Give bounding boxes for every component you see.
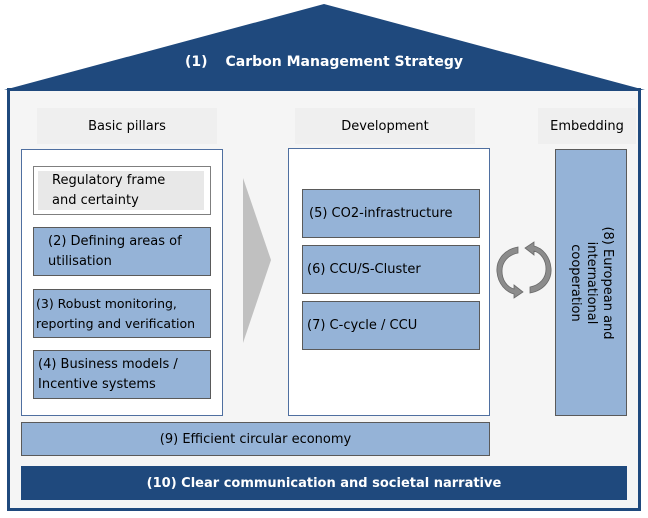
- header-basic-pillars-label: Basic pillars: [88, 118, 166, 134]
- pillar-label-line2: reporting and verification: [36, 315, 196, 331]
- pillar-regulatory-frame: Regulatory frame and certainty: [33, 166, 211, 215]
- communication-label: (10) Clear communication and societal na…: [146, 475, 502, 491]
- cycle-arrows-icon: [496, 241, 552, 299]
- pillar-defining-areas-text: (2) Defining areas of utilisation: [34, 232, 182, 272]
- pillar-monitoring: (3) Robust monitoring, reporting and ver…: [33, 289, 211, 338]
- pillar-label-line1: (3) Robust monitoring,: [36, 295, 177, 311]
- development-item-label: (7) C-cycle / CCU: [307, 317, 418, 333]
- development-item-label: (6) CCU/S-Cluster: [307, 261, 421, 277]
- pillar-label-line2: and certainty: [52, 192, 139, 208]
- embedding-international-cooperation: (8) European and international cooperati…: [555, 149, 627, 416]
- communication-bar: (10) Clear communication and societal na…: [21, 466, 627, 500]
- pillar-label-line1: (4) Business models /: [38, 356, 178, 372]
- header-development: Development: [295, 108, 475, 144]
- development-co2-infrastructure: (5) CO2-infrastructure: [302, 189, 480, 238]
- pillar-business-models: (4) Business models / Incentive systems: [33, 350, 211, 399]
- pillar-label-line1: Regulatory frame: [52, 172, 166, 188]
- embedding-line1: (8) European and: [600, 225, 615, 340]
- development-item-label: (5) CO2-infrastructure: [309, 205, 453, 221]
- roof: [4, 4, 645, 90]
- strategy-label: Carbon Management Strategy: [225, 54, 464, 70]
- pillar-regulatory-inner: Regulatory frame and certainty: [38, 171, 204, 210]
- strategy-number: (1): [184, 54, 208, 70]
- development-ccus-cluster: (6) CCU/S-Cluster: [302, 245, 480, 294]
- header-embedding-label: Embedding: [550, 118, 624, 134]
- development-c-cycle: (7) C-cycle / CCU: [302, 301, 480, 350]
- embedding-line2: international: [584, 241, 599, 324]
- header-embedding: Embedding: [538, 108, 636, 144]
- pillar-label-line2: utilisation: [48, 253, 112, 269]
- pillar-monitoring-text: (3) Robust monitoring, reporting and ver…: [34, 294, 195, 334]
- circular-economy-bar: (9) Efficient circular economy: [21, 422, 490, 456]
- circular-economy-label: (9) Efficient circular economy: [159, 431, 352, 447]
- pillar-label-line1: (2) Defining areas of: [48, 233, 182, 249]
- pillar-label-line2: Incentive systems: [38, 376, 156, 392]
- header-basic-pillars: Basic pillars: [37, 108, 217, 144]
- embedding-text: (8) European and international cooperati…: [567, 226, 615, 339]
- roof-shape: [4, 4, 645, 90]
- pillar-business-models-text: (4) Business models / Incentive systems: [34, 355, 178, 395]
- embedding-line3: cooperation: [568, 243, 583, 322]
- pillar-regulatory-text: Regulatory frame and certainty: [52, 171, 165, 211]
- chevron-right-arrow-icon: [243, 178, 271, 343]
- header-development-label: Development: [341, 118, 429, 134]
- pillar-defining-areas: (2) Defining areas of utilisation: [33, 227, 211, 276]
- strategy-title: (1) Carbon Management Strategy: [0, 54, 648, 70]
